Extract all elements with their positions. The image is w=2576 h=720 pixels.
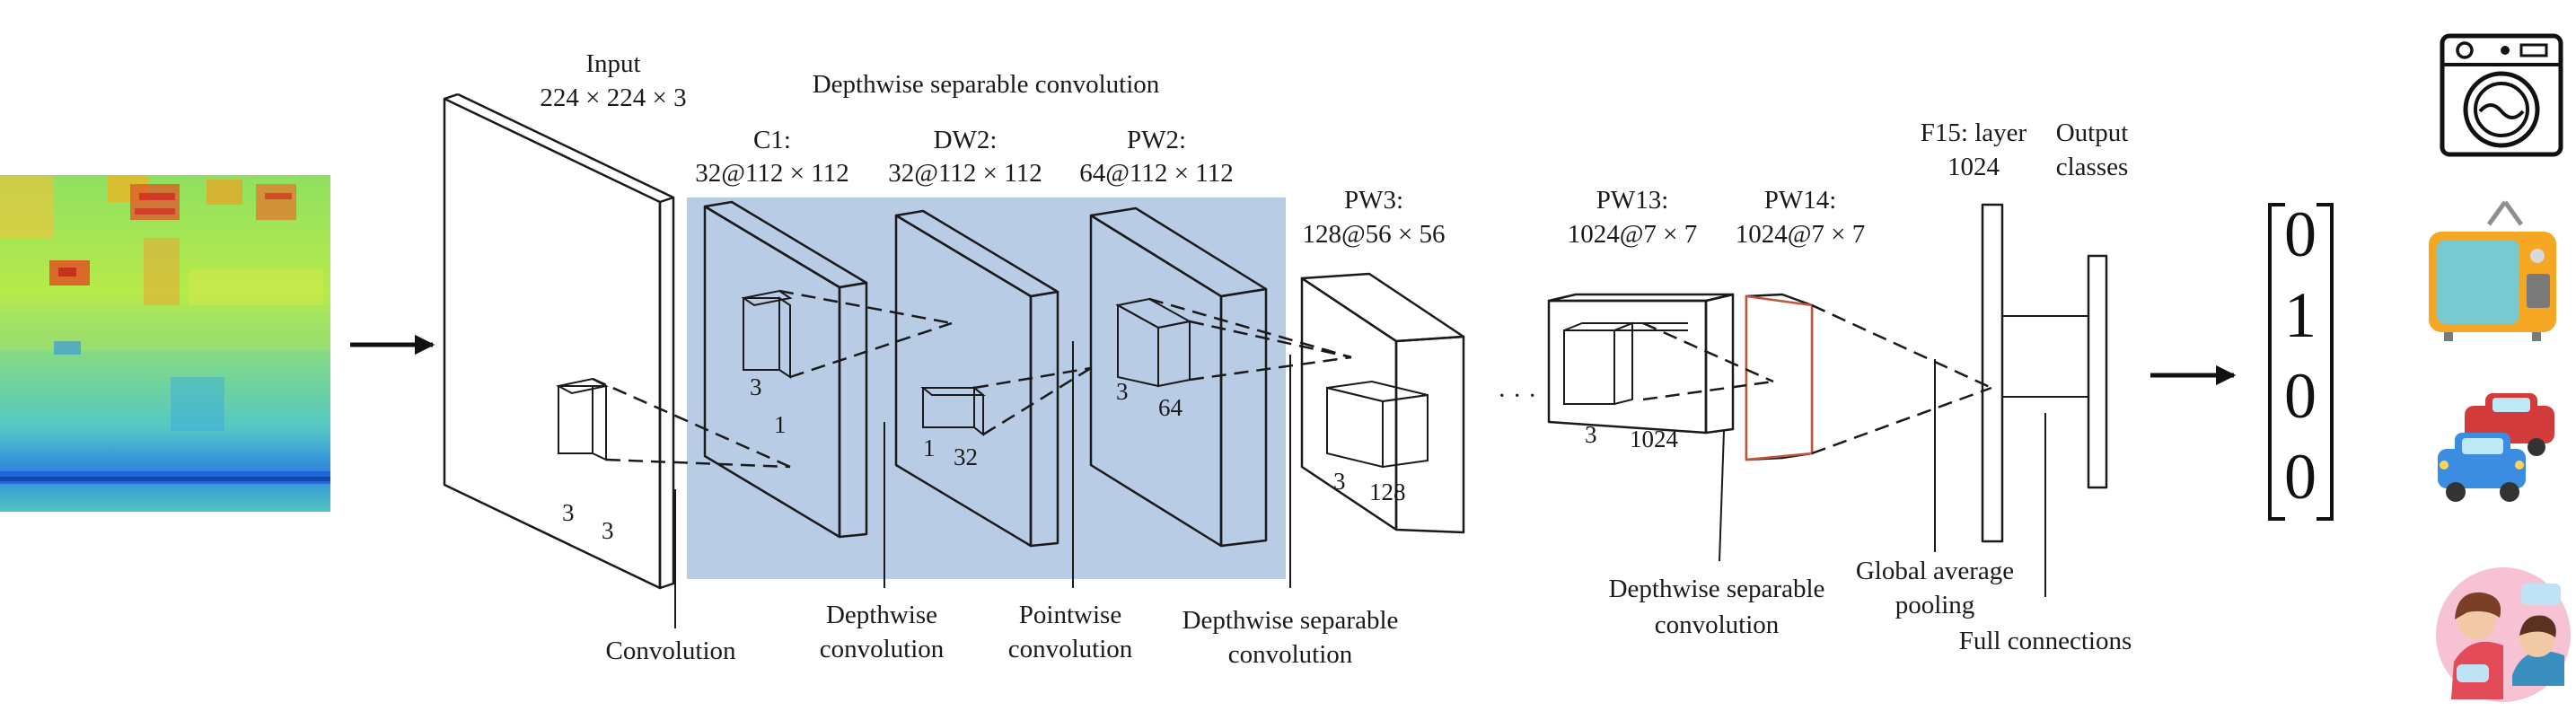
annotation-pointers [674, 341, 2046, 628]
output-vector: 0 1 0 0 [2268, 198, 2334, 521]
pw13-dims: 1024@7 × 7 [1568, 220, 1698, 249]
pw2-depth-label: 64 [1158, 394, 1183, 421]
people-talking-icon [2436, 567, 2571, 702]
pw2-kernel-size-label: 3 [1116, 378, 1129, 405]
ellipsis: · · · [1498, 382, 1536, 410]
pw2-dims: 64@112 × 112 [1079, 159, 1233, 188]
pw3-kernel-size-label: 3 [1333, 468, 1346, 495]
f15-dims: 1024 [1947, 153, 2000, 181]
c1-dims: 32@112 × 112 [695, 159, 848, 188]
output-vector-item: 0 [2284, 198, 2317, 270]
c1-title: C1: [753, 126, 791, 154]
pw3-title: PW3: [1344, 186, 1403, 215]
pw13-kernel-size-label: 3 [1585, 421, 1597, 448]
pw14-dims: 1024@7 × 7 [1736, 220, 1866, 249]
input-title: Input [585, 49, 640, 78]
pw2-title: PW2: [1127, 126, 1186, 154]
dw2-depth-label: 32 [954, 443, 978, 470]
dw2-title: DW2: [934, 126, 998, 154]
dw2-dims: 32@112 × 112 [888, 159, 1042, 188]
pw13-title: PW13: [1596, 186, 1669, 215]
cars-icon [2438, 393, 2554, 502]
annotation-depthwise-line2: convolution [820, 635, 945, 663]
annotation-convolution: Convolution [605, 637, 736, 665]
f15-title: F15: layer [1921, 119, 2027, 147]
pw3-layer-block [1300, 272, 1465, 534]
annotation-full-connections: Full connections [1959, 627, 2132, 655]
annotation-dsc-line1: Depthwise separable [1182, 606, 1399, 635]
annotation-gap-line1: Global average [1856, 557, 2014, 585]
washing-machine-icon [2440, 33, 2563, 157]
c1-depth-label: 1 [774, 411, 787, 438]
television-icon [2429, 200, 2556, 341]
output-vector-item: 1 [2284, 279, 2317, 351]
output-layer-bar [2087, 254, 2108, 489]
projection-lines [592, 289, 1992, 469]
input-kernel-size-label: 3 [602, 517, 614, 544]
output-vector-item: 0 [2284, 441, 2317, 513]
annotation-dsc2-line2: convolution [1655, 610, 1780, 639]
depthwise-separable-highlight [687, 198, 1286, 579]
pw14-layer-block [1745, 293, 1814, 461]
output-vector-item: 0 [2284, 360, 2317, 432]
spectrogram-image [0, 175, 330, 512]
c1-kernel-size-label: 3 [750, 373, 762, 400]
output-subtitle: classes [2056, 153, 2129, 181]
pw2-layer-block [1089, 206, 1268, 548]
pw3-depth-label: 128 [1369, 479, 1406, 505]
pw13-depth-label: 1024 [1630, 426, 1679, 452]
input-kernel-size-label: 3 [562, 499, 575, 526]
f15-layer-bar [1981, 203, 2004, 543]
pw14-title: PW14: [1764, 186, 1837, 215]
group-title: Depthwise separable convolution [813, 70, 1160, 99]
annotation-dsc-line2: convolution [1228, 640, 1353, 669]
output-title: Output [2056, 119, 2129, 147]
input-layer-block [443, 92, 675, 590]
input-dims: 224 × 224 × 3 [540, 83, 686, 112]
dw2-layer-block [894, 209, 1059, 548]
annotation-depthwise-line1: Depthwise [826, 601, 937, 629]
annotation-dsc2-line1: Depthwise separable [1609, 575, 1825, 603]
pw3-dims: 128@56 × 56 [1302, 220, 1445, 249]
c1-layer-block [703, 200, 868, 539]
annotation-pointwise-line1: Pointwise [1019, 601, 1121, 629]
pw13-layer-block [1547, 293, 1735, 435]
annotation-pointwise-line2: convolution [1008, 635, 1133, 663]
annotation-gap-line2: pooling [1895, 591, 1975, 619]
dw2-kernel-size-label: 1 [923, 435, 936, 461]
